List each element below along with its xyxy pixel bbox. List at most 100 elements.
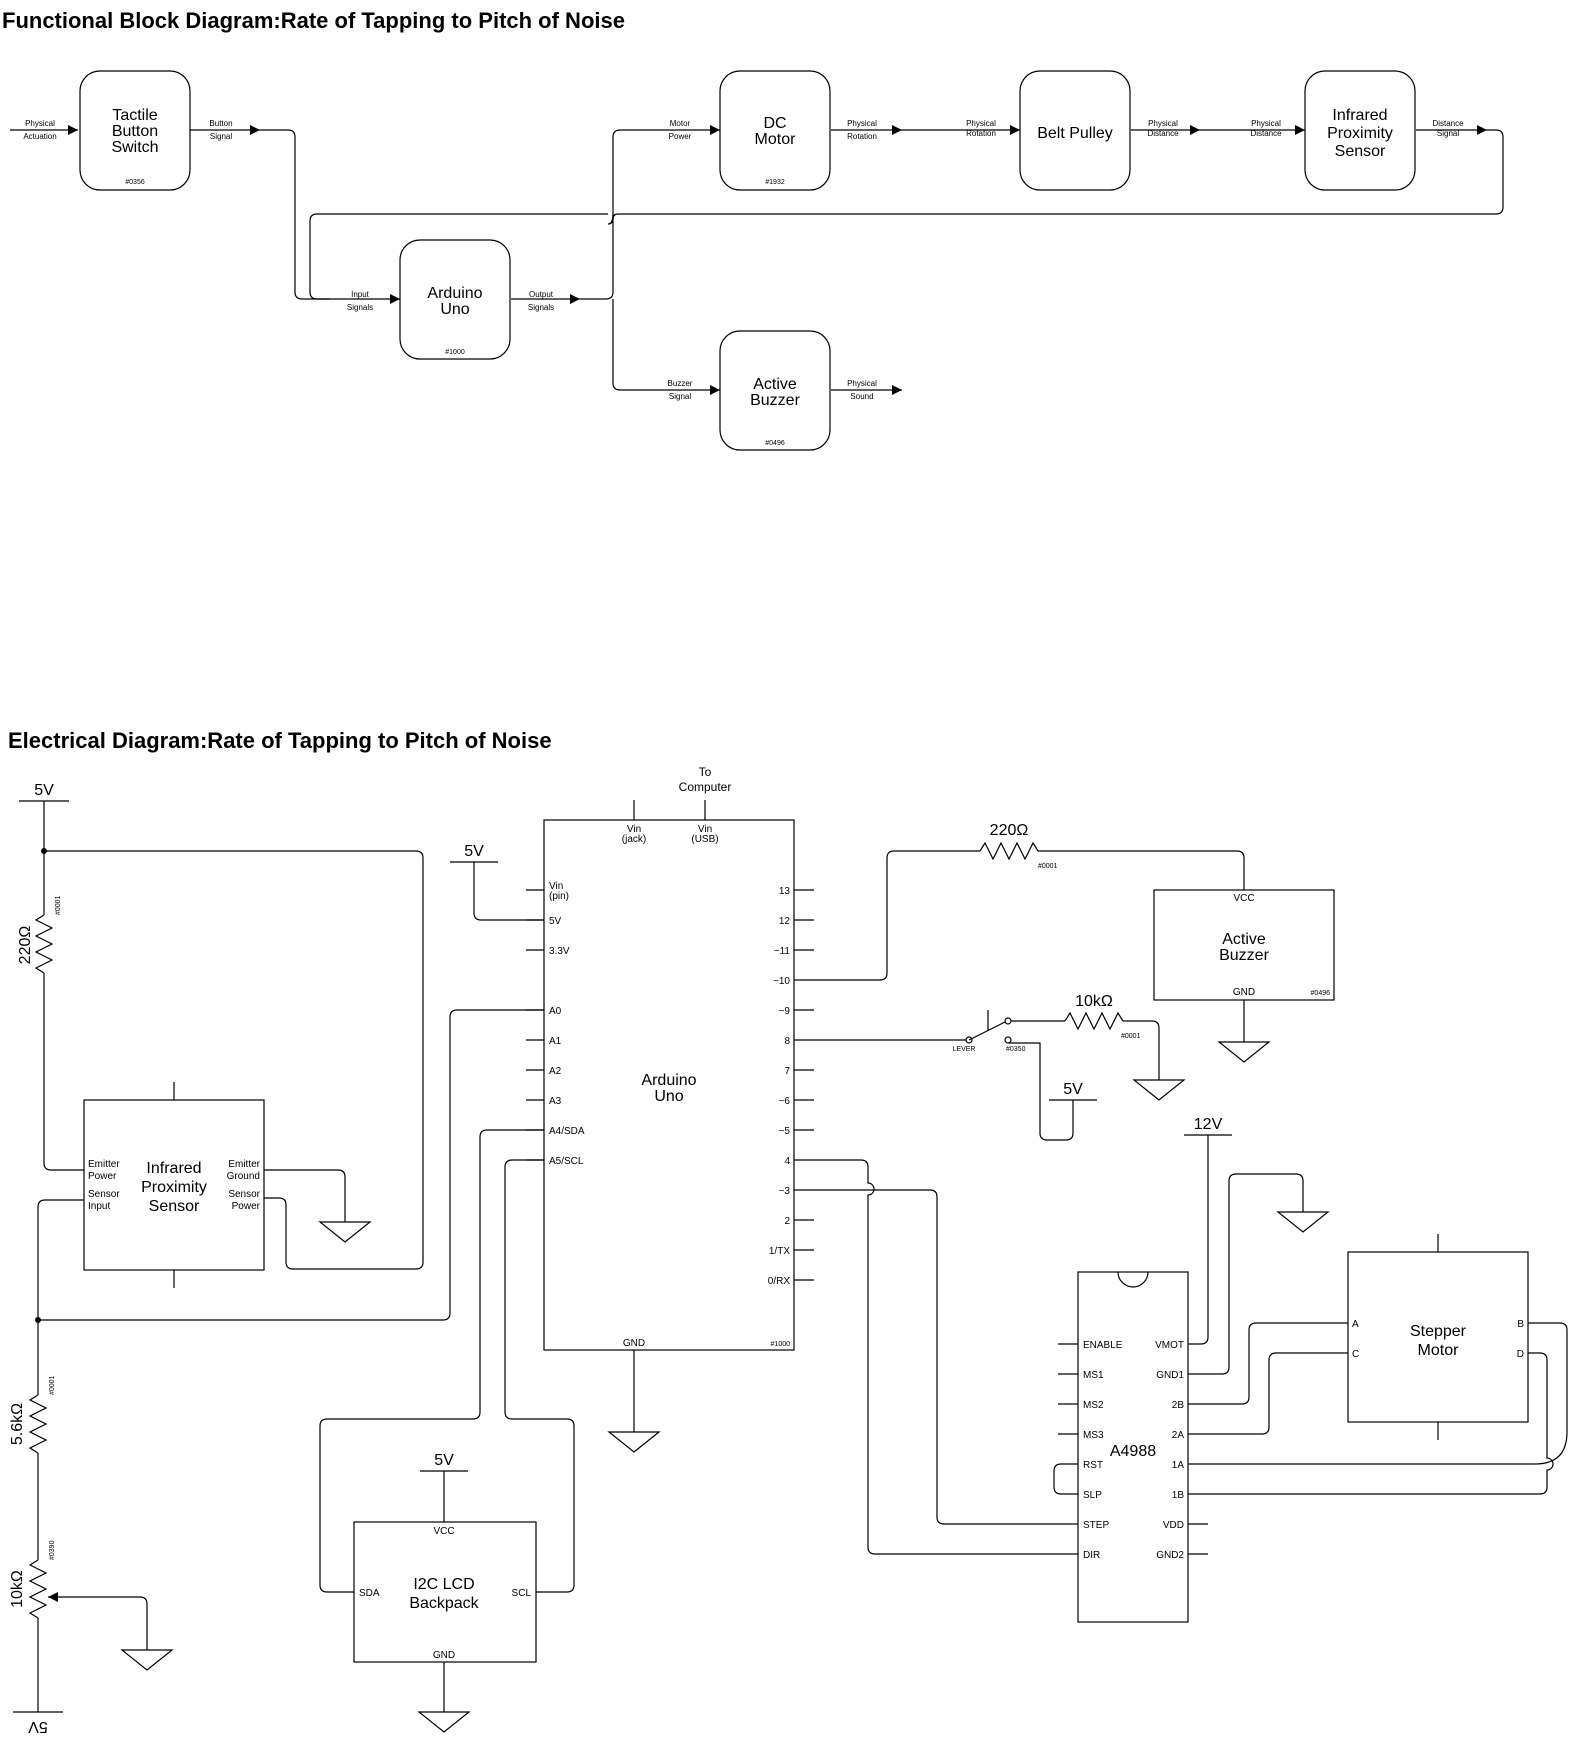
pin-label: (USB) [691,834,718,845]
resistor-value: 10kΩ [1075,993,1113,1010]
part-number: #0001 [1038,863,1058,870]
signal-motor-power: Motor [670,119,691,128]
pin-label: DIR [1083,1550,1100,1561]
signal-motor-power: Power [669,132,692,141]
pin-label: ~5 [779,1126,791,1137]
part-number: #0496 [765,440,785,447]
part-number: #1000 [771,1341,791,1348]
supply-label-5v: 5V [34,782,54,799]
signal-button: Button [209,119,232,128]
component-name: Active [1222,931,1266,948]
i2c-lcd-backpack: 5V VCC GND SDA SCL I2C LCD Backpack [319,1129,575,1733]
pin-label: GND [1233,987,1255,998]
component-name: Motor [1418,1342,1460,1359]
pin-label: VCC [433,1526,454,1537]
pin-label: MS3 [1083,1430,1104,1441]
component-name: Buzzer [1219,947,1269,964]
part-number: #0390 [49,1540,56,1560]
block-label-line: Arduino [427,285,482,302]
pin-label: 1B [1172,1490,1185,1501]
component-name: Backpack [409,1595,479,1612]
pin-label: 4 [784,1156,790,1167]
signal-buzzer: Buzzer [668,379,693,388]
part-number: #1932 [765,179,785,186]
component-name: Stepper [1410,1323,1467,1340]
part-number: #0350 [1006,1046,1026,1053]
signal-physical-sound: Physical [847,379,877,388]
pin-label: 2A [1172,1430,1185,1441]
pin-label: D [1517,1349,1524,1360]
signal-distance: Signal [1437,129,1459,138]
signal-output: Output [529,290,554,299]
to-computer-label: To [699,765,712,779]
signal-physical-distance: Physical [1148,119,1178,128]
block-infrared-proximity-sensor: Infrared Proximity Sensor [1304,70,1416,191]
pin-label: ~3 [779,1186,791,1197]
pin-label: A5/SCL [549,1156,584,1167]
pin-label: ~9 [779,1006,791,1017]
component-name: Arduino [641,1072,696,1089]
block-dc-motor: DC Motor #1932 [719,70,831,191]
pin-label: Power [232,1201,261,1212]
pin-label: 1A [1172,1460,1185,1471]
block-label-line: Switch [111,139,158,156]
block-label-line: Active [753,376,797,393]
pin-label: VCC [1233,893,1254,904]
pin-label: Ground [227,1171,260,1182]
block-label-line: DC [763,115,786,132]
pin-label: Emitter [88,1159,120,1170]
block-label-line: Buzzer [750,392,800,409]
part-number: #0001 [55,895,62,915]
pin-label: A2 [549,1066,562,1077]
pin-label: 0/RX [768,1276,791,1287]
signal-physical-rotation: Physical [847,119,877,128]
supply-label-12v: 12V [1194,1116,1223,1133]
pin-label: 8 [784,1036,790,1047]
block-label-line: Button [112,123,158,140]
pin-label: Power [88,1171,117,1182]
stepper-motor: Stepper Motor A C B D [1188,1234,1568,1495]
supply-label-5v: 5V [28,1718,48,1735]
arduino-uno-schematic: To Computer Vin (jack) Vin (USB) Arduino… [450,765,814,1453]
pin-label: MS1 [1083,1370,1104,1381]
pin-label: VMOT [1155,1340,1184,1351]
component-name: Proximity [141,1179,207,1196]
pin-label: VDD [1163,1520,1184,1531]
pin-label: GND [623,1338,645,1349]
pin-label: 12 [779,916,791,927]
electrical-title: Electrical Diagram:Rate of Tapping to Pi… [8,728,552,753]
to-computer-label: Computer [679,780,732,794]
pin-label: STEP [1083,1520,1109,1531]
pin-label: 2B [1172,1400,1185,1411]
lever-switch-circuit: LEVER #0350 10kΩ #0001 5V [814,993,1186,1141]
component-name: I2C LCD [413,1576,474,1593]
pin-label: Vin [698,824,712,835]
pin-label: ~6 [779,1096,791,1107]
functional-title: Functional Block Diagram:Rate of Tapping… [2,8,625,33]
part-number: #1000 [445,349,465,356]
part-number: #0001 [1121,1033,1141,1040]
signal-button: Signal [210,132,232,141]
component-name: Infrared [146,1160,201,1177]
signal-physical-rotation: Rotation [966,129,996,138]
pin-label: Sensor [88,1189,120,1200]
block-active-buzzer: Active Buzzer #0496 [719,330,831,451]
pin-label: GND2 [1156,1550,1184,1561]
block-label-line: Proximity [1327,125,1393,142]
pin-label: A4/SDA [549,1126,585,1137]
pin-label: Sensor [228,1189,260,1200]
pot-value: 10kΩ [9,1570,26,1608]
pin-label: (pin) [549,891,569,902]
signal-output: Signals [528,303,554,312]
block-label-line: Sensor [1335,143,1386,160]
pin-label: 7 [784,1066,790,1077]
active-buzzer-circuit: 220Ω #0001 VCC GND #0496 Active Buzzer [814,822,1335,1063]
signal-physical-rotation: Rotation [847,132,877,141]
block-belt-pulley: Belt Pulley [1019,70,1131,191]
pin-label: A1 [549,1036,562,1047]
pin-label: GND [433,1650,455,1661]
component-name: Sensor [149,1198,200,1215]
pin-label: 5V [549,916,562,927]
pin-label: ENABLE [1083,1340,1123,1351]
